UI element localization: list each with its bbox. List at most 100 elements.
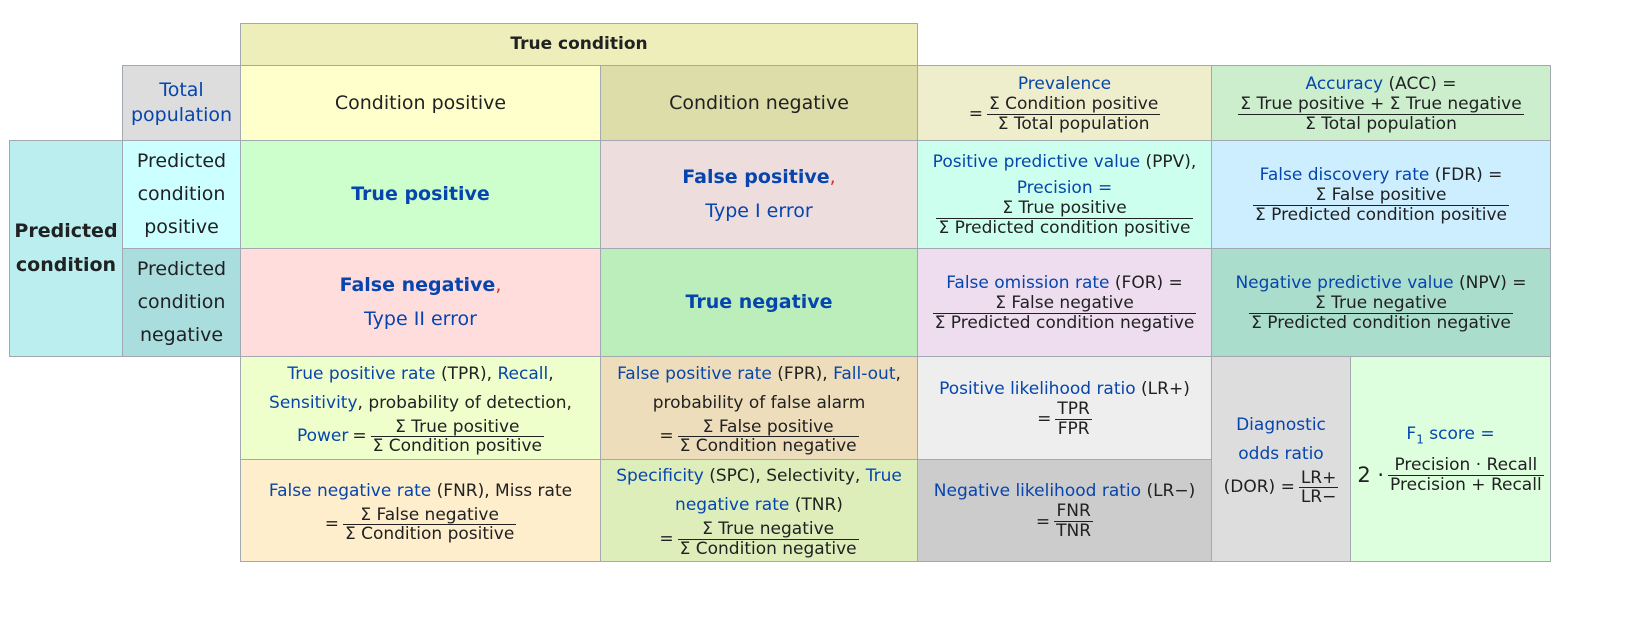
for-denominator: Σ Predicted condition negative bbox=[934, 313, 1195, 334]
true-condition-label: True condition bbox=[510, 34, 648, 55]
ppv-numerator: Σ True positive bbox=[936, 199, 1193, 220]
fnr-denominator: Σ Condition positive bbox=[344, 524, 515, 545]
fpr-rest: probability of false alarm bbox=[652, 392, 866, 413]
lrp-abbr: (LR+) bbox=[1141, 378, 1190, 399]
fallout-link[interactable]: Fall-out bbox=[833, 363, 896, 384]
sensitivity-link[interactable]: Sensitivity bbox=[269, 392, 358, 413]
fnr-eq: = bbox=[324, 514, 339, 535]
true-negative-link[interactable]: True negative bbox=[685, 291, 833, 314]
f1-numerator: Precision · Recall bbox=[1388, 456, 1544, 476]
npv-abbr: (NPV) = bbox=[1459, 273, 1527, 294]
tpr-link[interactable]: True positive rate bbox=[287, 363, 436, 384]
prevalence-denominator: Σ Total population bbox=[997, 113, 1150, 134]
fpr-eq: = bbox=[659, 426, 674, 447]
prevalence-numerator: Σ Condition positive bbox=[986, 93, 1161, 115]
true-negative-cell: True negative bbox=[600, 248, 918, 357]
dor-link-1[interactable]: Diagnostic bbox=[1236, 414, 1326, 435]
tpr-denominator: Σ Condition positive bbox=[372, 436, 542, 457]
fpr-link[interactable]: False positive rate bbox=[617, 363, 772, 384]
predicted-condition-label: Predicted condition bbox=[14, 220, 118, 276]
comma: , bbox=[495, 274, 502, 297]
for-link[interactable]: False omission rate bbox=[946, 273, 1110, 294]
fnr-numerator: Σ False negative bbox=[342, 506, 517, 526]
lrp-link[interactable]: Positive likelihood ratio bbox=[939, 378, 1136, 399]
lrp-numerator: TPR bbox=[1055, 398, 1092, 420]
comma: , bbox=[895, 363, 901, 384]
predicted-negative-header: Predicted condition negative bbox=[122, 248, 241, 357]
npv-denominator: Σ Predicted condition negative bbox=[1251, 313, 1511, 334]
lrp-denominator: FPR bbox=[1057, 418, 1090, 439]
prevalence-link[interactable]: Prevalence bbox=[1017, 73, 1112, 94]
lrn-eq: = bbox=[1035, 511, 1051, 532]
tpr-abbr: (TPR), bbox=[440, 363, 493, 384]
condition-positive-header: Condition positive bbox=[240, 65, 601, 141]
tnr-cell: Specificity (SPC), Selectivity, True neg… bbox=[600, 459, 918, 562]
fpr-numerator: Σ False positive bbox=[677, 417, 859, 438]
f1-link[interactable]: F1 score = bbox=[1406, 423, 1494, 448]
precision-link[interactable]: Precision = bbox=[1016, 178, 1113, 199]
f1-label2: score = bbox=[1423, 424, 1495, 445]
true-positive-link[interactable]: True positive bbox=[351, 183, 490, 206]
specificity-link[interactable]: Specificity bbox=[616, 466, 704, 487]
predicted-condition-header: Predicted condition bbox=[9, 140, 123, 357]
for-numerator: Σ False negative bbox=[932, 294, 1197, 315]
total-population-link[interactable]: Total population bbox=[130, 79, 233, 126]
true-positive-cell: True positive bbox=[240, 140, 601, 249]
dor-abbr: (DOR) = bbox=[1223, 477, 1295, 498]
predicted-positive-header: Predicted condition positive bbox=[122, 140, 241, 249]
comma: , bbox=[548, 363, 554, 384]
f1-label: F bbox=[1406, 424, 1417, 445]
f1-sub: 1 bbox=[1416, 432, 1424, 447]
fnr-cell: False negative rate (FNR), Miss rate = Σ… bbox=[240, 459, 601, 562]
ppv-link[interactable]: Positive predictive value bbox=[932, 152, 1141, 173]
dor-link-2[interactable]: odds ratio bbox=[1238, 443, 1324, 464]
accuracy-numerator: Σ True positive + Σ True negative bbox=[1238, 93, 1524, 115]
condition-positive-label: Condition positive bbox=[334, 91, 507, 114]
false-negative-link[interactable]: False negative bbox=[339, 274, 496, 297]
prevalence-eq: = bbox=[968, 104, 983, 124]
lrn-numerator: FNR bbox=[1054, 502, 1094, 523]
recall-link[interactable]: Recall bbox=[497, 363, 549, 384]
fnr-link[interactable]: False negative rate bbox=[268, 480, 432, 501]
false-negative-cell: False negative, Type II error bbox=[240, 248, 601, 357]
tnr-true-link[interactable]: True bbox=[865, 466, 902, 487]
ppv-denominator: Σ Predicted condition positive bbox=[938, 218, 1191, 239]
type-ii-error-link[interactable]: Type II error bbox=[364, 307, 477, 330]
tpr-numerator: Σ True positive bbox=[370, 417, 544, 438]
f1-prefix: 2 · bbox=[1357, 462, 1385, 487]
tpr-rest: , probability of detection, bbox=[357, 392, 572, 413]
power-link[interactable]: Power bbox=[296, 426, 349, 447]
dor-numerator: LR+ bbox=[1298, 467, 1339, 489]
condition-negative-header: Condition negative bbox=[600, 65, 918, 141]
accuracy-cell: Accuracy (ACC) = Σ True positive + Σ Tru… bbox=[1211, 65, 1551, 141]
fpr-cell: False positive rate (FPR), Fall-out, pro… bbox=[600, 356, 918, 460]
dor-cell: Diagnostic odds ratio (DOR) = LR+LR− bbox=[1211, 356, 1351, 562]
fnr-abbr: (FNR), Miss rate bbox=[436, 480, 573, 501]
npv-numerator: Σ True negative bbox=[1249, 294, 1513, 315]
lrn-link[interactable]: Negative likelihood ratio bbox=[933, 481, 1142, 502]
fdr-link[interactable]: False discovery rate bbox=[1259, 165, 1430, 186]
ppv-cell: Positive predictive value (PPV), Precisi… bbox=[917, 140, 1212, 249]
tpr-eq: = bbox=[352, 426, 367, 447]
fdr-cell: False discovery rate (FDR) = Σ False pos… bbox=[1211, 140, 1551, 249]
dor-denominator: LR− bbox=[1300, 487, 1337, 508]
fdr-abbr: (FDR) = bbox=[1434, 165, 1503, 186]
tnr-link[interactable]: negative rate bbox=[675, 495, 790, 516]
accuracy-abbr: (ACC) = bbox=[1388, 73, 1457, 94]
npv-link[interactable]: Negative predictive value bbox=[1235, 273, 1454, 294]
false-positive-link[interactable]: False positive bbox=[682, 166, 830, 189]
for-abbr: (FOR) = bbox=[1114, 273, 1183, 294]
predicted-positive-label: Predicted condition positive bbox=[136, 149, 227, 239]
fdr-numerator: Σ False positive bbox=[1252, 186, 1510, 207]
accuracy-link[interactable]: Accuracy bbox=[1305, 73, 1384, 94]
type-i-error-link[interactable]: Type I error bbox=[705, 199, 813, 222]
